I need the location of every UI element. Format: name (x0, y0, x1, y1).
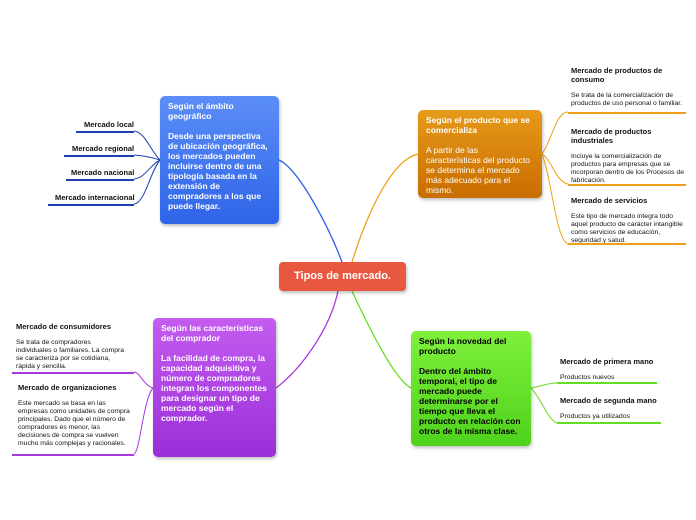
leaf-servicios[interactable]: Mercado de servicios Este tipo de mercad… (571, 196, 683, 244)
branch-geographic-body: Desde una perspectiva de ubicación geogr… (168, 131, 268, 211)
leaf-mercado-nacional[interactable]: Mercado nacional (71, 168, 135, 177)
branch-buyer-body: La facilidad de compra, la capacidad adq… (161, 353, 267, 423)
leaf-consumidores[interactable]: Mercado de consumidores Se trata de comp… (16, 322, 125, 370)
leaf-underline (557, 382, 657, 384)
leaf-organizaciones[interactable]: Mercado de organizaciones Este mercado s… (18, 383, 130, 447)
branch-product-title: Según el producto que se comercializa (426, 115, 530, 135)
leaf-mercado-regional[interactable]: Mercado regional (72, 144, 135, 153)
leaf-underline (12, 372, 134, 374)
link-center-novelty (351, 290, 412, 389)
leaf-underline (12, 454, 134, 456)
link-center-geo (278, 159, 343, 263)
leaf-underline (568, 112, 686, 114)
leaf-consumo[interactable]: Mercado de productos de consumo Se trata… (571, 66, 683, 107)
leaf-segunda-mano[interactable]: Mercado de segunda mano Productos ya uti… (560, 396, 657, 420)
branch-geographic-title: Según el ámbito geográfico (168, 101, 234, 121)
branch-novelty[interactable]: Según la novedad del producto Dentro del… (411, 331, 531, 446)
leaf-underline (66, 179, 134, 181)
branch-product[interactable]: Según el producto que se comercializa A … (418, 110, 542, 198)
branch-geographic[interactable]: Según el ámbito geográfico Desde una per… (160, 96, 279, 224)
branch-buyer[interactable]: Según las características del comprador … (153, 318, 276, 457)
leaf-mercado-local[interactable]: Mercado local (84, 120, 135, 129)
leaf-underline (48, 204, 134, 206)
branch-novelty-title: Según la novedad del producto (419, 336, 507, 356)
central-topic[interactable]: Tipos de mercado. (279, 262, 406, 291)
leaf-industriales[interactable]: Mercado de productos industriales Incluy… (571, 127, 684, 184)
leaf-mercado-internacional[interactable]: Mercado internacional (55, 193, 135, 202)
branch-novelty-body: Dentro del ámbito temporal, el tipo de m… (419, 366, 521, 436)
leaf-primera-mano[interactable]: Mercado de primera mano Productos nuevos (560, 357, 654, 381)
leaf-underline (568, 184, 686, 186)
leaf-underline (76, 131, 134, 133)
leaf-underline (568, 243, 686, 245)
leaf-underline (557, 422, 661, 424)
leaf-underline (64, 155, 134, 157)
link-center-product (351, 153, 419, 263)
link-center-buyer (275, 290, 339, 389)
branch-product-body: A partir de las características del prod… (426, 145, 530, 195)
branch-buyer-title: Según las características del comprador (161, 323, 264, 343)
